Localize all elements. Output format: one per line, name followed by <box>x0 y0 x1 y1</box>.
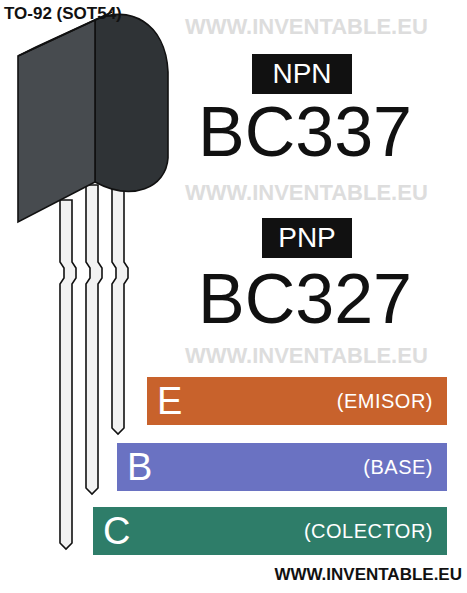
watermark: WWW.INVENTABLE.EU <box>185 182 428 204</box>
pin-band: C (COLECTOR) <box>93 507 447 555</box>
emitter-lead <box>112 170 128 434</box>
transistor-leads <box>60 170 128 549</box>
type-box: NPN <box>252 54 352 94</box>
pin-name: (BASE) <box>363 457 433 477</box>
watermark: WWW.INVENTABLE.EU <box>185 16 428 38</box>
pin-name: (EMISOR) <box>337 391 433 411</box>
website-footer: WWW.INVENTABLE.EU <box>274 566 462 583</box>
pin-letter: B <box>127 448 152 486</box>
collector-lead <box>60 200 76 549</box>
base-lead <box>86 185 102 494</box>
part-number: BC327 <box>198 264 412 334</box>
pin-band: E (EMISOR) <box>147 377 447 425</box>
type-box: PNP <box>262 218 352 258</box>
part-number: BC337 <box>198 97 412 167</box>
transistor-body <box>18 12 168 222</box>
pin-band: B (BASE) <box>117 443 447 491</box>
transistor-type: PNP <box>278 224 336 252</box>
pin-letter: C <box>103 512 130 550</box>
package-name: TO-92 (SOT54) <box>4 5 122 22</box>
pin-name: (COLECTOR) <box>304 521 433 541</box>
watermark: WWW.INVENTABLE.EU <box>185 345 428 367</box>
transistor-type: NPN <box>272 60 331 88</box>
body-rounded-back <box>95 14 168 191</box>
pin-letter: E <box>157 382 182 420</box>
